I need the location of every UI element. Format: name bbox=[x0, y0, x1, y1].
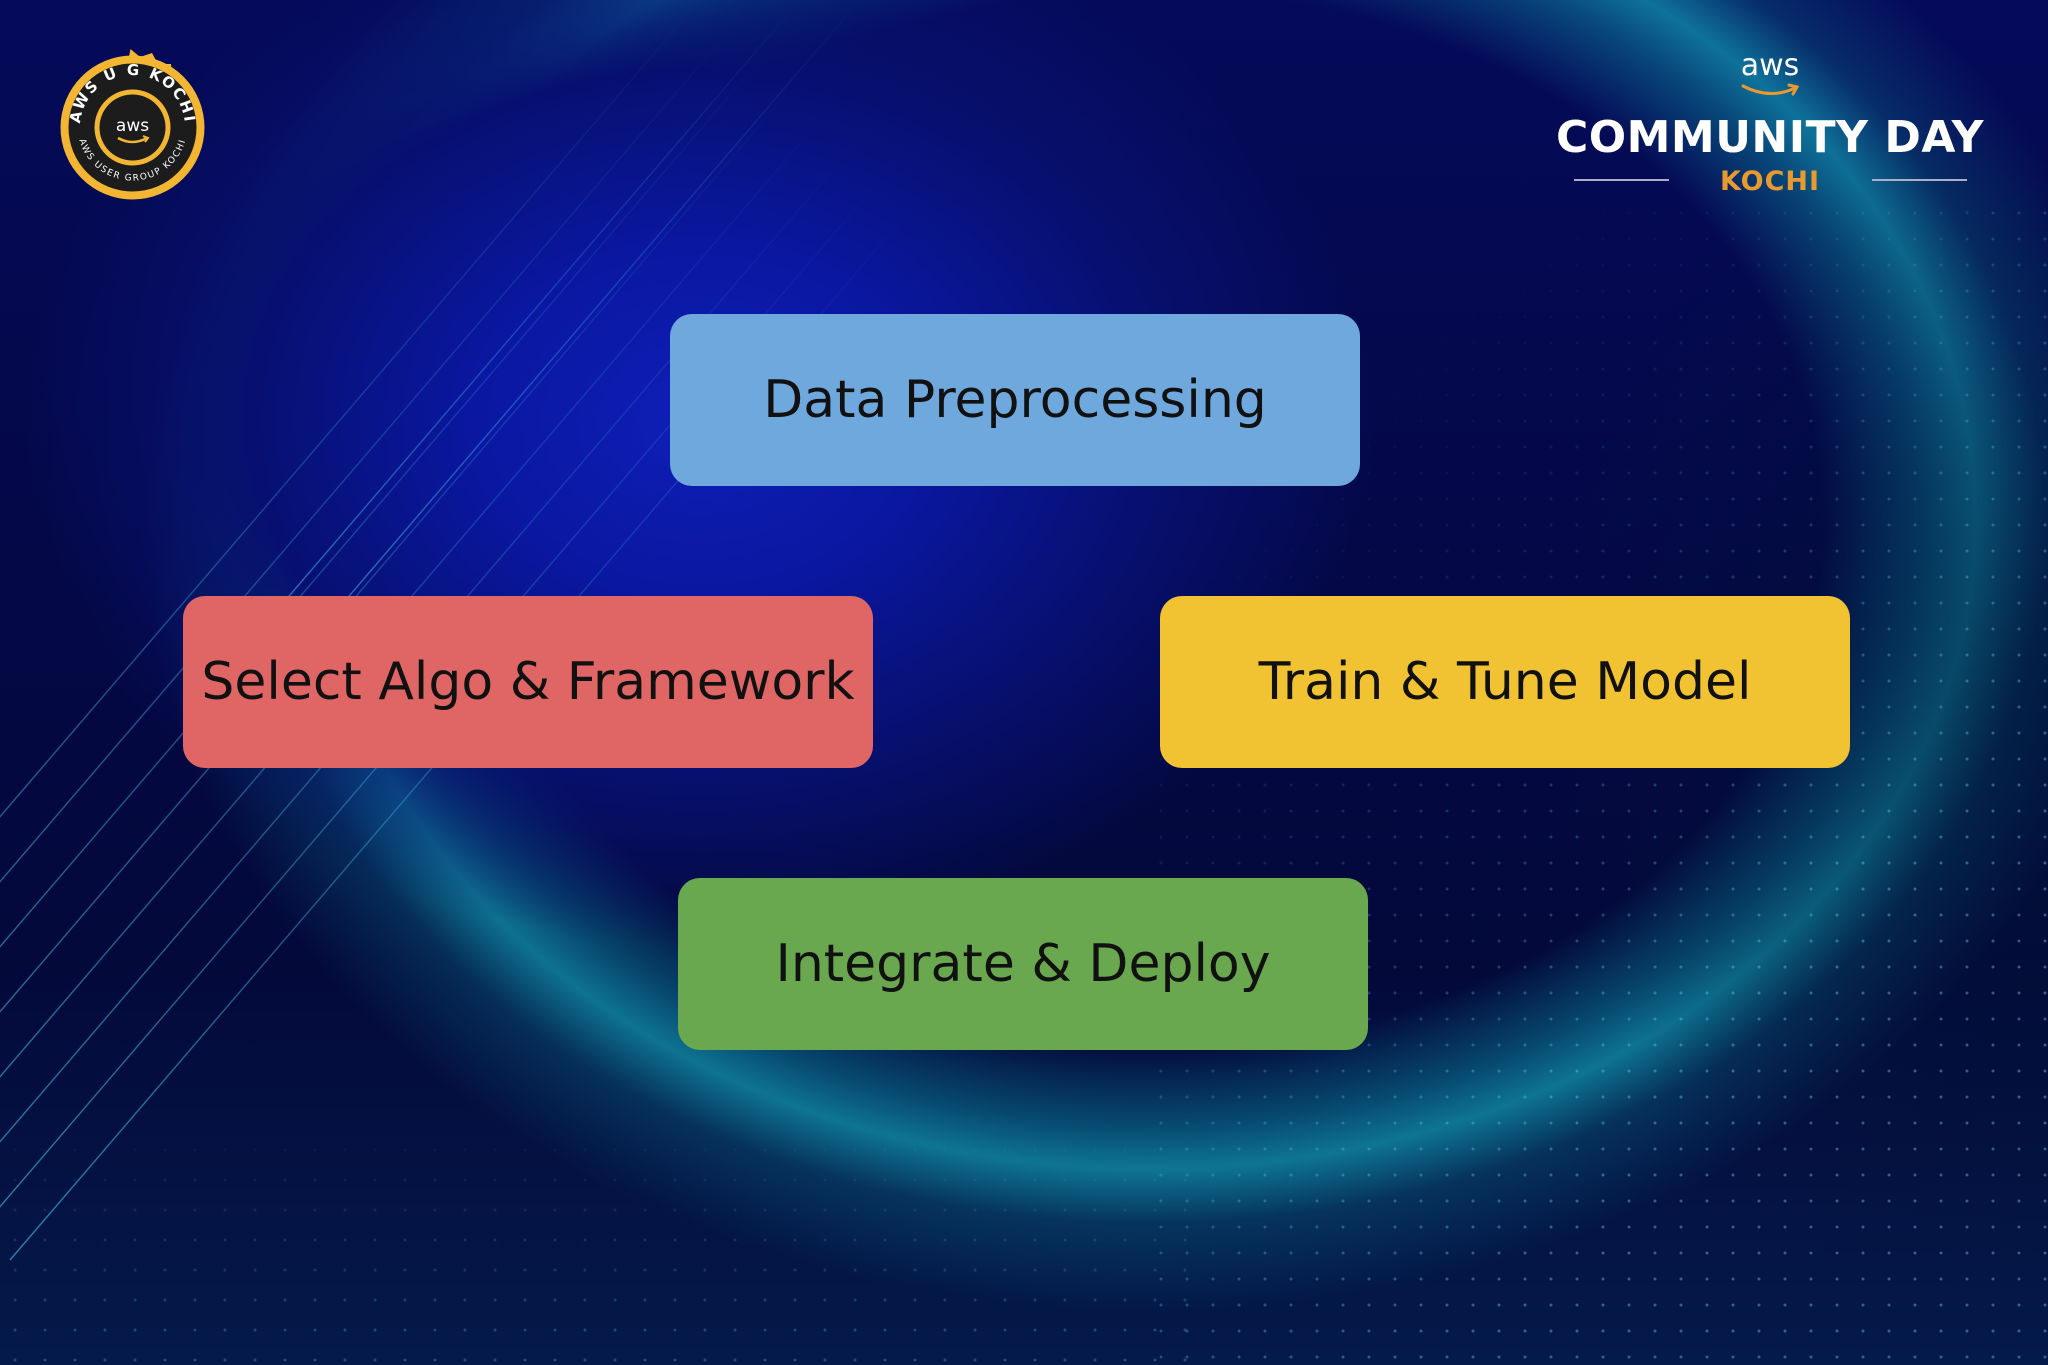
logo-rule-right bbox=[1872, 179, 1967, 181]
badge-center-text: aws bbox=[116, 116, 149, 136]
step-integrate-deploy: Integrate & Deploy bbox=[678, 878, 1368, 1050]
aws-wordmark: aws bbox=[1740, 48, 1800, 83]
step-train-tune-model: Train & Tune Model bbox=[1160, 596, 1850, 768]
aws-smile-icon bbox=[1741, 83, 1800, 96]
step-label: Train & Tune Model bbox=[1258, 652, 1752, 712]
community-day-city: KOCHI bbox=[1719, 166, 1821, 197]
step-label: Data Preprocessing bbox=[763, 370, 1267, 430]
aws-user-group-badge: AWS U G KOCHI AWS USER GROUP KOCHI aws bbox=[50, 45, 215, 210]
step-label: Select Algo & Framework bbox=[201, 652, 855, 712]
step-select-algo-framework: Select Algo & Framework bbox=[183, 596, 873, 768]
background-dots-bottom bbox=[0, 1105, 1200, 1365]
step-data-preprocessing: Data Preprocessing bbox=[670, 314, 1360, 486]
community-day-logo: aws COMMUNITY DAY KOCHI bbox=[1540, 48, 2000, 208]
aws-user-group-kochi-badge-icon: AWS U G KOCHI AWS USER GROUP KOCHI aws bbox=[60, 49, 205, 200]
step-label: Integrate & Deploy bbox=[775, 934, 1271, 994]
community-day-title: COMMUNITY DAY bbox=[1555, 112, 1985, 163]
logo-rule-left bbox=[1574, 179, 1669, 181]
